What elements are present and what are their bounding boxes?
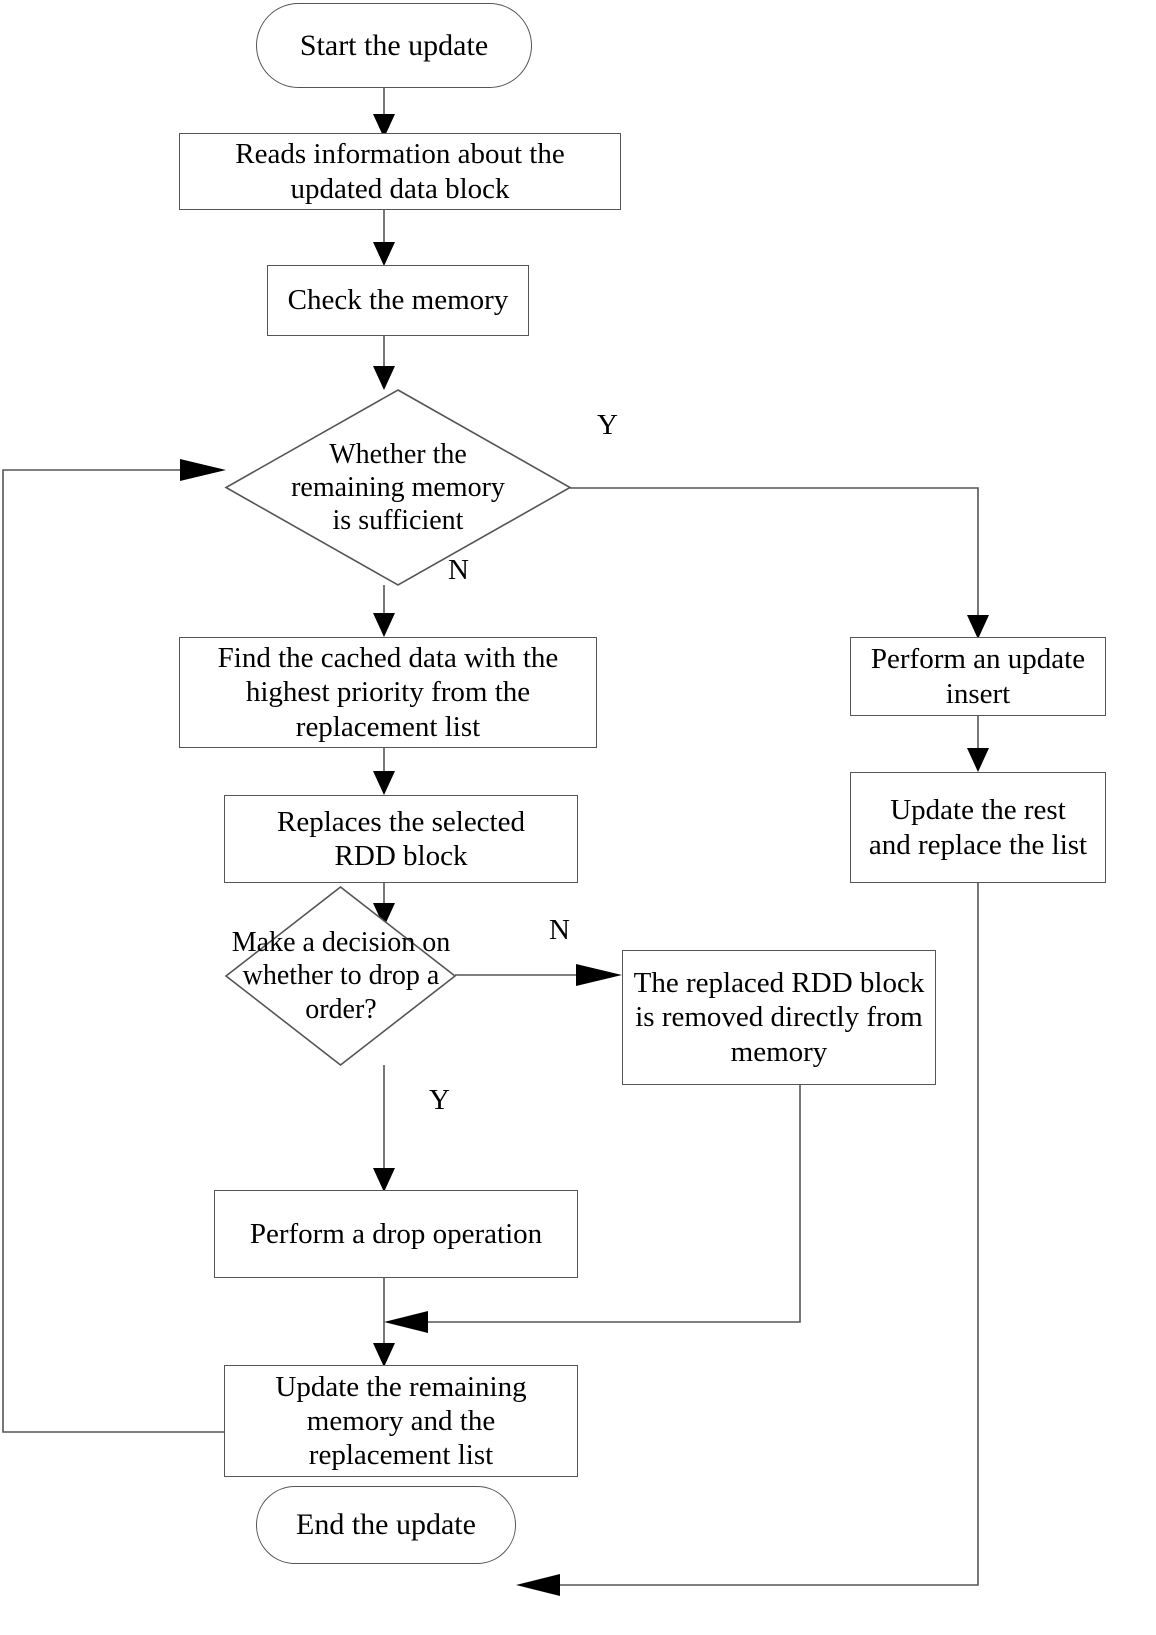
arrowhead-replace-to-decision-drop: [373, 903, 395, 927]
arrowhead-check-to-decision: [373, 366, 395, 390]
node-update-remaining-label: Update the remaining memory and the repl…: [275, 1370, 527, 1472]
node-update-rest-label: Update the rest and replace the list: [868, 794, 1088, 861]
node-replace-block[interactable]: Replaces the selected RDD block: [224, 795, 578, 883]
node-start[interactable]: Start the update: [256, 3, 532, 88]
node-update-insert[interactable]: Perform an update insert: [850, 637, 1106, 716]
arrowhead-decision-no-to-find: [373, 613, 395, 637]
node-read-info-label: Reads information about the updated data…: [235, 138, 565, 205]
edge-label-memory-no: N: [448, 554, 469, 586]
node-update-remaining[interactable]: Update the remaining memory and the repl…: [224, 1365, 578, 1477]
node-update-rest[interactable]: Update the rest and replace the list: [850, 772, 1106, 883]
node-removed-directly-label: The replaced RDD block is removed direct…: [633, 967, 925, 1068]
arrowhead-removed-to-trunk: [384, 1311, 428, 1333]
node-end[interactable]: End the update: [256, 1486, 516, 1564]
edge-decision-yes-to-insert: [570, 487, 979, 617]
node-decision-memory-label: Whether the remaining memory is sufficie…: [291, 438, 505, 537]
arrowhead-rest-to-end: [516, 1574, 560, 1596]
node-replace-block-label: Replaces the selected RDD block: [277, 805, 525, 872]
edge-label-memory-yes: Y: [597, 409, 618, 441]
edge-label-drop-no: N: [549, 914, 570, 946]
node-find-cached[interactable]: Find the cached data with the highest pr…: [179, 637, 597, 748]
node-check-memory[interactable]: Check the memory: [267, 265, 529, 336]
node-update-insert-label: Perform an update insert: [870, 643, 1086, 710]
arrowhead-read-to-check: [373, 242, 395, 266]
arrowhead-insert-to-rest: [967, 748, 989, 772]
arrowhead-drop-no-to-removed: [576, 964, 622, 986]
arrowhead-loop-back-to-decision: [180, 459, 226, 481]
arrowhead-drop-yes-to-operation: [373, 1168, 395, 1192]
node-decision-drop[interactable]: Make a decision on whether to drop a ord…: [224, 885, 457, 1067]
arrowhead-decision-yes-to-insert: [967, 615, 989, 639]
edge-label-drop-yes: Y: [429, 1084, 450, 1116]
node-drop-operation-label: Perform a drop operation: [249, 1217, 543, 1250]
edge-removed-to-trunk: [406, 1085, 801, 1323]
node-decision-drop-label: Make a decision on whether to drop a ord…: [231, 927, 451, 1025]
arrowhead-operation-to-update: [373, 1343, 395, 1367]
node-find-cached-label: Find the cached data with the highest pr…: [217, 642, 559, 743]
node-drop-operation[interactable]: Perform a drop operation: [214, 1190, 578, 1278]
edge-update-loop-back: [2, 469, 224, 1433]
node-removed-directly[interactable]: The replaced RDD block is removed direct…: [622, 950, 936, 1085]
node-decision-memory[interactable]: Whether the remaining memory is sufficie…: [224, 389, 572, 586]
decision-memory-shape: [224, 389, 572, 586]
arrowhead-start-to-read: [373, 114, 395, 138]
edge-rest-to-end: [538, 883, 979, 1586]
arrowhead-find-to-replace: [373, 771, 395, 795]
decision-drop-shape: [224, 885, 457, 1067]
node-start-label: Start the update: [299, 28, 489, 62]
node-end-label: End the update: [296, 1508, 476, 1542]
node-read-info[interactable]: Reads information about the updated data…: [179, 133, 621, 210]
node-check-memory-label: Check the memory: [287, 284, 509, 317]
